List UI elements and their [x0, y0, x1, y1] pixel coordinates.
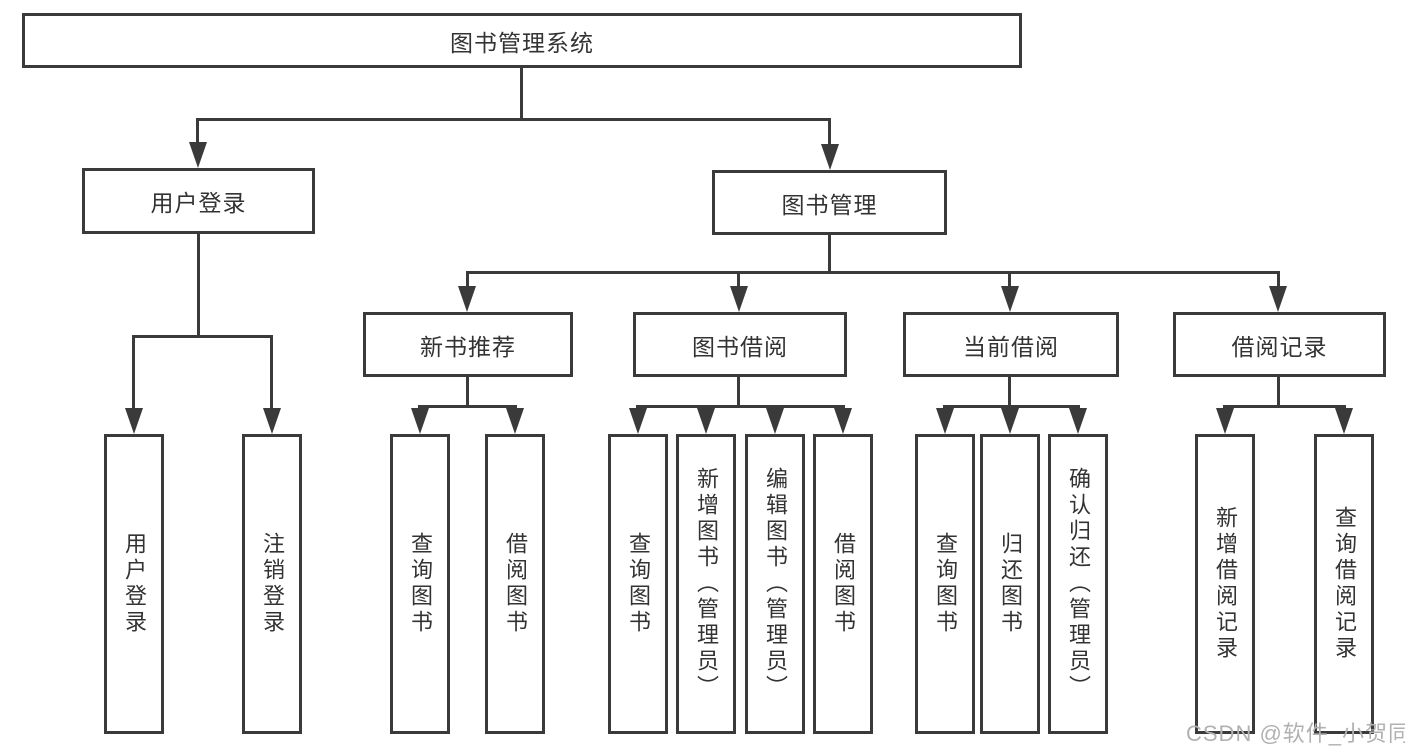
connector-drop-book-borrow [737, 271, 740, 288]
node-label: 查询图书 [408, 532, 433, 636]
arrow-down-icon [936, 408, 954, 434]
arrow-down-icon [1001, 408, 1019, 434]
node-leaf-user-login: 用户登录 [104, 434, 164, 734]
connector-book-borrow-trunk [737, 377, 740, 408]
arrow-down-icon [189, 142, 207, 168]
connector-drop-new-rec [466, 271, 469, 288]
connector-drop-user-login [196, 118, 199, 145]
node-user-login: 用户登录 [82, 168, 315, 234]
connector-book-borrow-branch [636, 405, 845, 408]
connector-new-rec-trunk [466, 377, 469, 408]
node-leaf-br-query-record: 查询借阅记录 [1314, 434, 1374, 734]
node-label: 归还图书 [998, 532, 1023, 636]
connector-user-login-branch [133, 335, 273, 338]
arrow-down-icon [458, 286, 476, 312]
node-leaf-cb-query-books: 查询图书 [915, 434, 975, 734]
arrow-down-icon [1335, 408, 1353, 434]
connector-drop-book-mgmt [828, 118, 831, 147]
node-leaf-logout: 注销登录 [242, 434, 302, 734]
node-leaf-bb-edit-books-admin: 编辑图书（管理员） [745, 434, 805, 734]
arrow-down-icon [834, 408, 852, 434]
arrow-down-icon [766, 408, 784, 434]
node-label: 借阅记录 [1231, 333, 1328, 360]
connector-root-trunk [520, 68, 523, 121]
node-label: 查询借阅记录 [1332, 506, 1357, 662]
node-library-management-system: 图书管理系统 [22, 13, 1022, 68]
connector-user-login-trunk [197, 234, 200, 337]
connector-borrow-records-branch [1223, 405, 1346, 408]
node-leaf-rec-query-books: 查询图书 [390, 434, 450, 734]
node-label: 借阅图书 [831, 532, 856, 636]
node-label: 借阅图书 [503, 532, 528, 636]
node-leaf-cb-confirm-return-admin: 确认归还（管理员） [1048, 434, 1108, 734]
arrow-down-icon [821, 144, 839, 170]
node-label: 图书管理系统 [450, 29, 594, 56]
node-label: 查询图书 [933, 532, 958, 636]
connector-current-borrow-trunk [1008, 377, 1011, 408]
node-leaf-cb-return-books: 归还图书 [980, 434, 1040, 734]
node-current-borrowing: 当前借阅 [903, 312, 1119, 377]
connector-drop-current-borrow [1008, 271, 1011, 288]
node-label: 注销登录 [260, 532, 285, 636]
connector-drop-borrow-records [1277, 271, 1280, 288]
connector-new-rec-branch [418, 405, 517, 408]
node-label: 用户登录 [122, 532, 147, 636]
arrow-down-icon [697, 408, 715, 434]
node-leaf-rec-borrow-books: 借阅图书 [485, 434, 545, 734]
connector-level3-branch [466, 271, 1280, 274]
node-borrowing-records: 借阅记录 [1173, 312, 1386, 377]
arrow-down-icon [1269, 286, 1287, 312]
node-label: 新增借阅记录 [1213, 506, 1238, 662]
node-label: 编辑图书（管理员） [763, 467, 788, 701]
connector-book-mgmt-trunk [828, 235, 831, 274]
arrow-down-icon [730, 286, 748, 312]
node-label: 新书推荐 [420, 333, 516, 360]
node-label: 新增图书（管理员） [694, 467, 719, 701]
node-leaf-bb-query-books: 查询图书 [608, 434, 668, 734]
node-leaf-bb-borrow-books: 借阅图书 [813, 434, 873, 734]
node-leaf-bb-add-books-admin: 新增图书（管理员） [676, 434, 736, 734]
arrow-down-icon [1069, 408, 1087, 434]
connector-current-borrow-branch [943, 405, 1080, 408]
arrow-down-icon [263, 408, 281, 434]
arrow-down-icon [1001, 286, 1019, 312]
arrow-down-icon [125, 408, 143, 434]
node-leaf-br-add-record: 新增借阅记录 [1195, 434, 1255, 734]
arrow-down-icon [411, 408, 429, 434]
node-label: 当前借阅 [963, 333, 1059, 360]
node-label: 图书管理 [781, 191, 878, 218]
arrow-down-icon [506, 408, 524, 434]
connector-drop-leaf-login [132, 335, 135, 410]
node-book-borrowing: 图书借阅 [633, 312, 847, 377]
node-label: 图书借阅 [692, 333, 788, 360]
connector-drop-leaf-logout [270, 335, 273, 410]
node-label: 查询图书 [626, 532, 651, 636]
watermark: CSDN @软件_小贺同学 [1186, 721, 1405, 746]
arrow-down-icon [1216, 408, 1234, 434]
node-book-management: 图书管理 [712, 170, 947, 235]
connector-level2-branch [196, 118, 831, 121]
connector-borrow-records-trunk [1277, 377, 1280, 408]
node-label: 用户登录 [150, 190, 247, 216]
node-new-book-recommend: 新书推荐 [363, 312, 573, 377]
node-label: 确认归还（管理员） [1066, 467, 1091, 701]
arrow-down-icon [629, 408, 647, 434]
